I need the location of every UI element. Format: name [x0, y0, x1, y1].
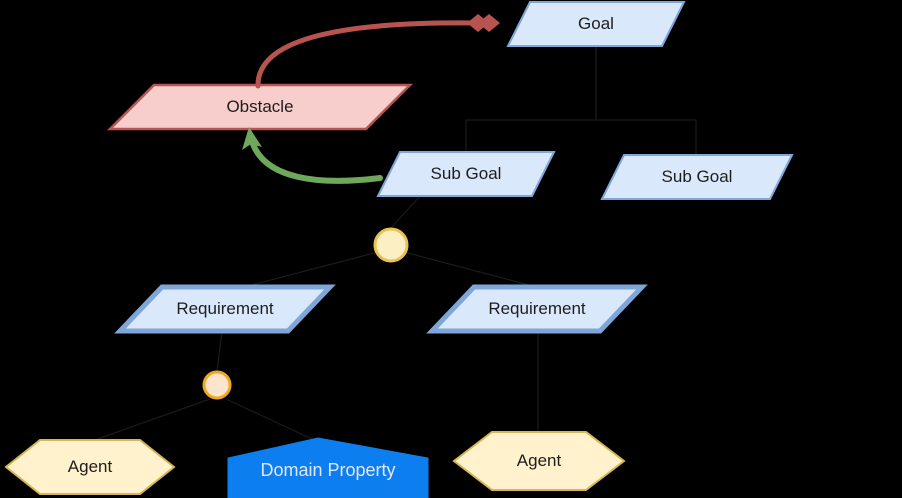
- node-requirement-left[interactable]: [114, 284, 336, 334]
- goal-shape[interactable]: [506, 1, 686, 47]
- requirement-right-shape[interactable]: [426, 284, 648, 334]
- node-requirement-right[interactable]: [426, 284, 648, 334]
- resolution-edge-line[interactable]: [250, 141, 383, 184]
- connector-subgoal-refinement: [390, 195, 421, 229]
- agent-right-shape[interactable]: [452, 431, 626, 491]
- connector-lines-group: [91, 46, 697, 442]
- refinement-node-lower[interactable]: [202, 370, 232, 400]
- resolution-arrowhead-icon: [242, 127, 262, 150]
- connector-refinement-requirement-right: [403, 251, 541, 289]
- connector-goal-subgoal: [465, 46, 597, 152]
- agent-left-shape[interactable]: [4, 439, 176, 495]
- connector-refinement-requirement-left: [239, 251, 379, 289]
- node-subgoal-left[interactable]: [376, 151, 556, 197]
- connector-requirement-refinement-lower: [216, 330, 223, 372]
- edge-resolution[interactable]: [242, 127, 383, 184]
- obstruction-edge-line[interactable]: [255, 20, 481, 89]
- node-domain-property[interactable]: [227, 437, 429, 498]
- obstacle-shape[interactable]: [106, 83, 414, 131]
- domain-property-shape[interactable]: [227, 437, 429, 498]
- node-obstacle[interactable]: [106, 83, 414, 131]
- node-goal[interactable]: [506, 1, 686, 47]
- connector-goal-subgoal-right: [595, 46, 697, 155]
- requirement-left-shape[interactable]: [114, 284, 336, 334]
- connector-refinement-agent-left: [91, 398, 211, 442]
- node-agent-left[interactable]: [4, 439, 176, 495]
- subgoal-left-shape[interactable]: [376, 151, 556, 197]
- obstruction-arrowhead-secondary-icon: [478, 14, 500, 32]
- refinement-node-upper[interactable]: [373, 227, 409, 263]
- edge-obstruction[interactable]: [255, 14, 500, 89]
- connector-refinement-domain-property: [225, 398, 313, 440]
- node-subgoal-right[interactable]: [600, 154, 794, 200]
- node-agent-right[interactable]: [452, 431, 626, 491]
- subgoal-right-shape[interactable]: [600, 154, 794, 200]
